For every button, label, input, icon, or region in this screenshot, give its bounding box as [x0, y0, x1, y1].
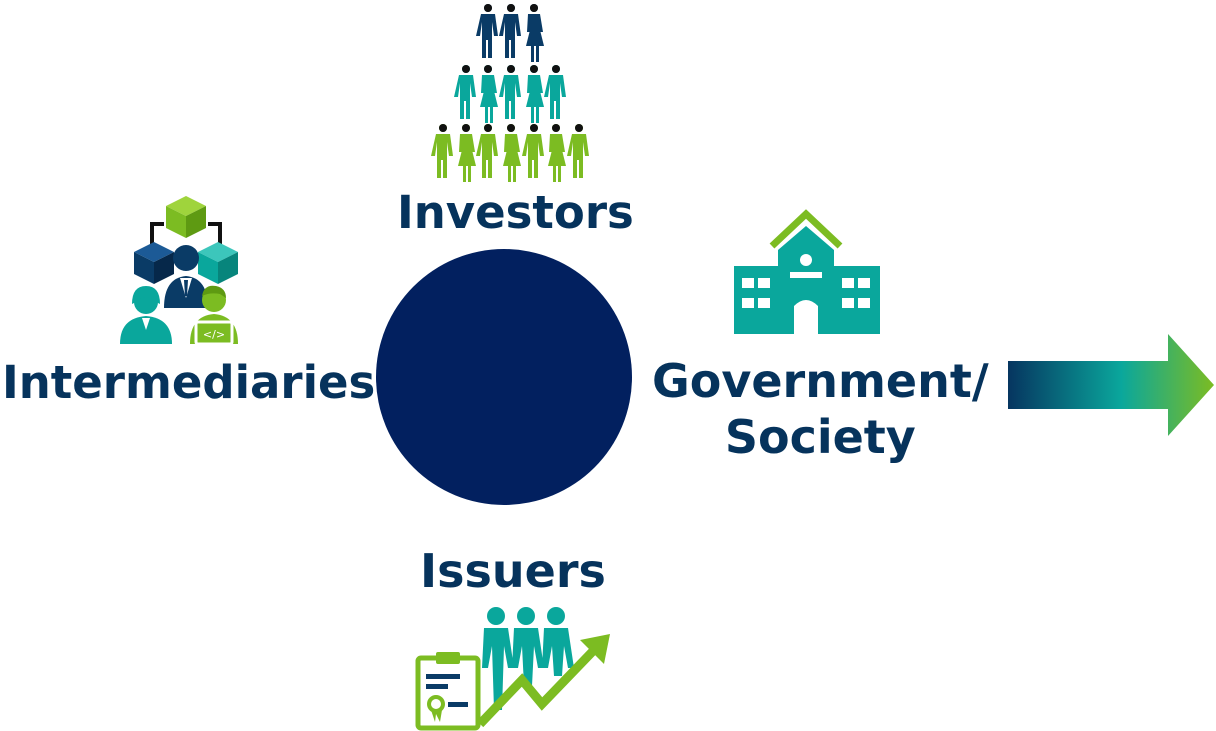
gradient-arrow-icon [1008, 334, 1214, 436]
intermediaries-label: Intermediaries [2, 356, 376, 409]
business-network-icon: </> [120, 196, 238, 346]
government-label-line1: Government/ [652, 354, 989, 408]
people-pyramid-icon [431, 4, 589, 182]
issuers-label: Issuers [420, 544, 606, 598]
svg-text:</>: </> [203, 328, 225, 341]
government-label-line2: Society [724, 410, 916, 464]
government-building-icon [734, 209, 880, 334]
document-growth-icon [415, 607, 610, 731]
central-circle [376, 249, 632, 505]
investors-label: Investors [397, 186, 634, 239]
government-society-label: Government/ Society [652, 353, 989, 465]
